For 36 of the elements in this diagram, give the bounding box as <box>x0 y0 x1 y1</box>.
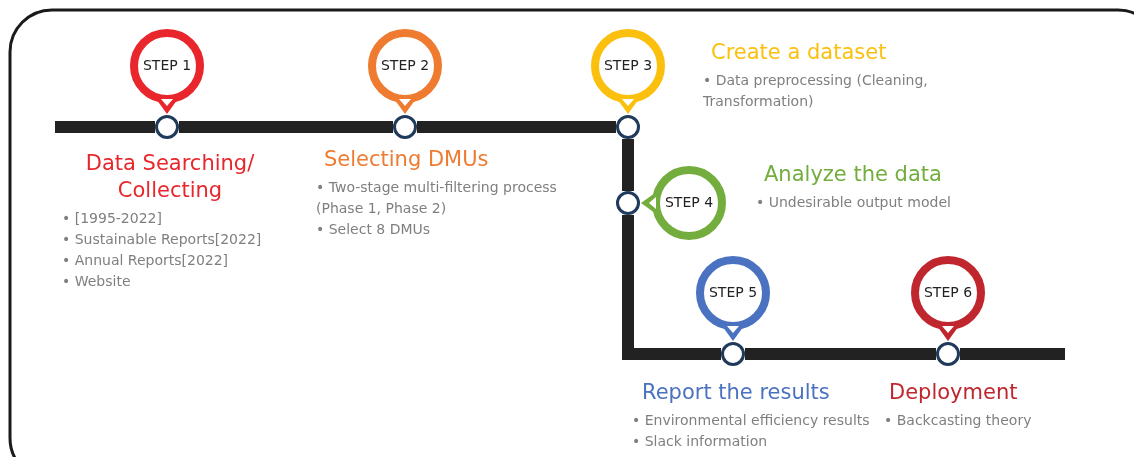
step-label: STEP 6 <box>922 284 974 300</box>
bullet-item: • Select 8 DMUs <box>316 220 432 239</box>
bullet-item: • Environmental efficiency results <box>632 411 871 430</box>
timeline-line <box>179 121 393 133</box>
bullet-item: • Data preprocessing (Cleaning, Transformation) <box>703 71 929 111</box>
step-heading: Create a dataset <box>711 39 888 66</box>
bullet-item: • Annual Reports[2022] <box>62 251 230 270</box>
timeline-marker <box>155 115 179 139</box>
timeline-line <box>55 121 155 133</box>
step-label: STEP 5 <box>707 284 759 300</box>
step-heading: Report the results <box>642 379 831 406</box>
step-heading: Data Searching/ Collecting <box>84 150 256 204</box>
bullet-item: • Two-stage multi-filtering process (Phase 1, Phase 2) <box>316 178 558 218</box>
timeline-marker <box>936 342 960 366</box>
step-heading: Selecting DMUs <box>324 146 490 173</box>
bullet-item: • Sustainable Reports[2022] <box>62 230 263 249</box>
bullet-item: • [1995-2022] <box>62 209 163 228</box>
step-heading: Deployment <box>889 379 1019 406</box>
timeline-line <box>960 348 1065 360</box>
step-label: STEP 2 <box>379 57 431 73</box>
step-heading: Analyze the data <box>764 161 943 188</box>
step-label: STEP 4 <box>663 194 715 210</box>
timeline-line <box>417 121 616 133</box>
bullet-item: • Website <box>62 272 132 291</box>
step-label: STEP 1 <box>141 57 193 73</box>
timeline-marker <box>616 191 640 215</box>
timeline-line <box>622 139 634 191</box>
timeline-line <box>622 215 721 360</box>
timeline-marker <box>616 115 640 139</box>
timeline-marker <box>721 342 745 366</box>
timeline-marker <box>393 115 417 139</box>
step-label: STEP 3 <box>602 57 654 73</box>
timeline-line <box>745 348 936 360</box>
bullet-item: • Backcasting theory <box>884 411 1033 430</box>
bullet-item: • Undesirable output model <box>756 193 952 212</box>
bullet-item: • Slack information <box>632 432 769 451</box>
